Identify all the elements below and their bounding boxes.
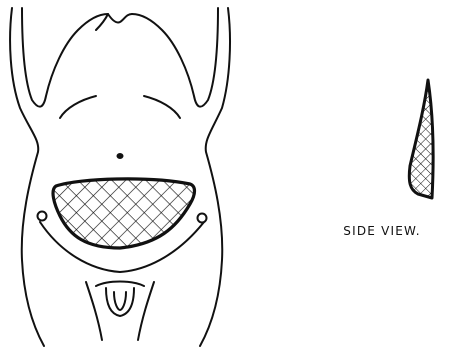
right-thigh-line <box>138 282 154 340</box>
left-arm-inner <box>22 8 108 107</box>
hatched-region-front <box>53 179 194 248</box>
left-thigh-line <box>86 282 102 340</box>
left-body-contour <box>10 8 44 346</box>
right-hip-marker <box>198 214 207 223</box>
side-view-caption: SIDE VIEW. <box>322 224 442 238</box>
right-body-contour <box>200 8 230 346</box>
ribcage-right <box>144 96 180 118</box>
left-hip-marker <box>38 212 47 221</box>
torso-outline <box>10 8 230 346</box>
genital-outline <box>106 288 134 316</box>
right-arm-inner <box>132 8 218 107</box>
ribcage-left <box>60 96 96 118</box>
navel-mark <box>117 153 124 159</box>
hatched-region-side-view <box>409 80 433 198</box>
genital-inner <box>114 292 126 310</box>
neck-notch <box>96 14 132 30</box>
pubic-line <box>96 282 144 287</box>
